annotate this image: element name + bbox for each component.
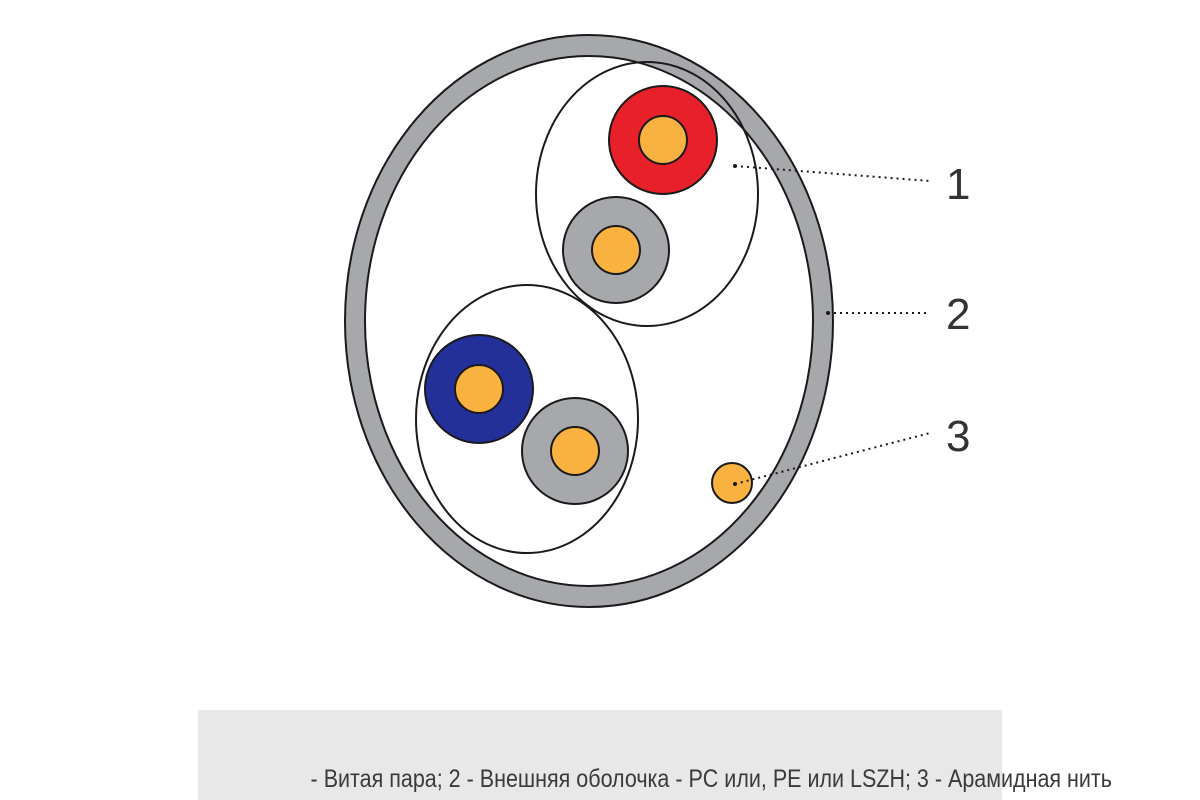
gray-wire-conductor-lower xyxy=(550,426,600,476)
twisted-pair-upper-wrap xyxy=(535,61,759,327)
leader-dot-1 xyxy=(733,164,737,168)
leader-line-1 xyxy=(734,165,931,182)
cable-cross-section-diagram: 1 2 3 xyxy=(344,34,970,608)
aramid-thread xyxy=(711,462,753,504)
leader-dot-3 xyxy=(733,482,737,486)
blue-wire-conductor xyxy=(454,364,504,414)
caption-bar: - Витая пара; 2 - Внешняя оболочка - PC … xyxy=(198,710,1112,800)
leader-dot-2 xyxy=(826,311,830,315)
callout-number-3: 3 xyxy=(946,412,970,461)
cable-interior xyxy=(364,55,814,587)
gray-wire-conductor-upper xyxy=(591,225,641,275)
twisted-pair-lower-wrap xyxy=(415,284,639,554)
callout-number-1: 1 xyxy=(946,160,970,209)
caption-text: - Витая пара; 2 - Внешняя оболочка - PC … xyxy=(310,765,1112,793)
red-wire-conductor xyxy=(638,115,688,165)
callout-number-2: 2 xyxy=(946,290,970,339)
